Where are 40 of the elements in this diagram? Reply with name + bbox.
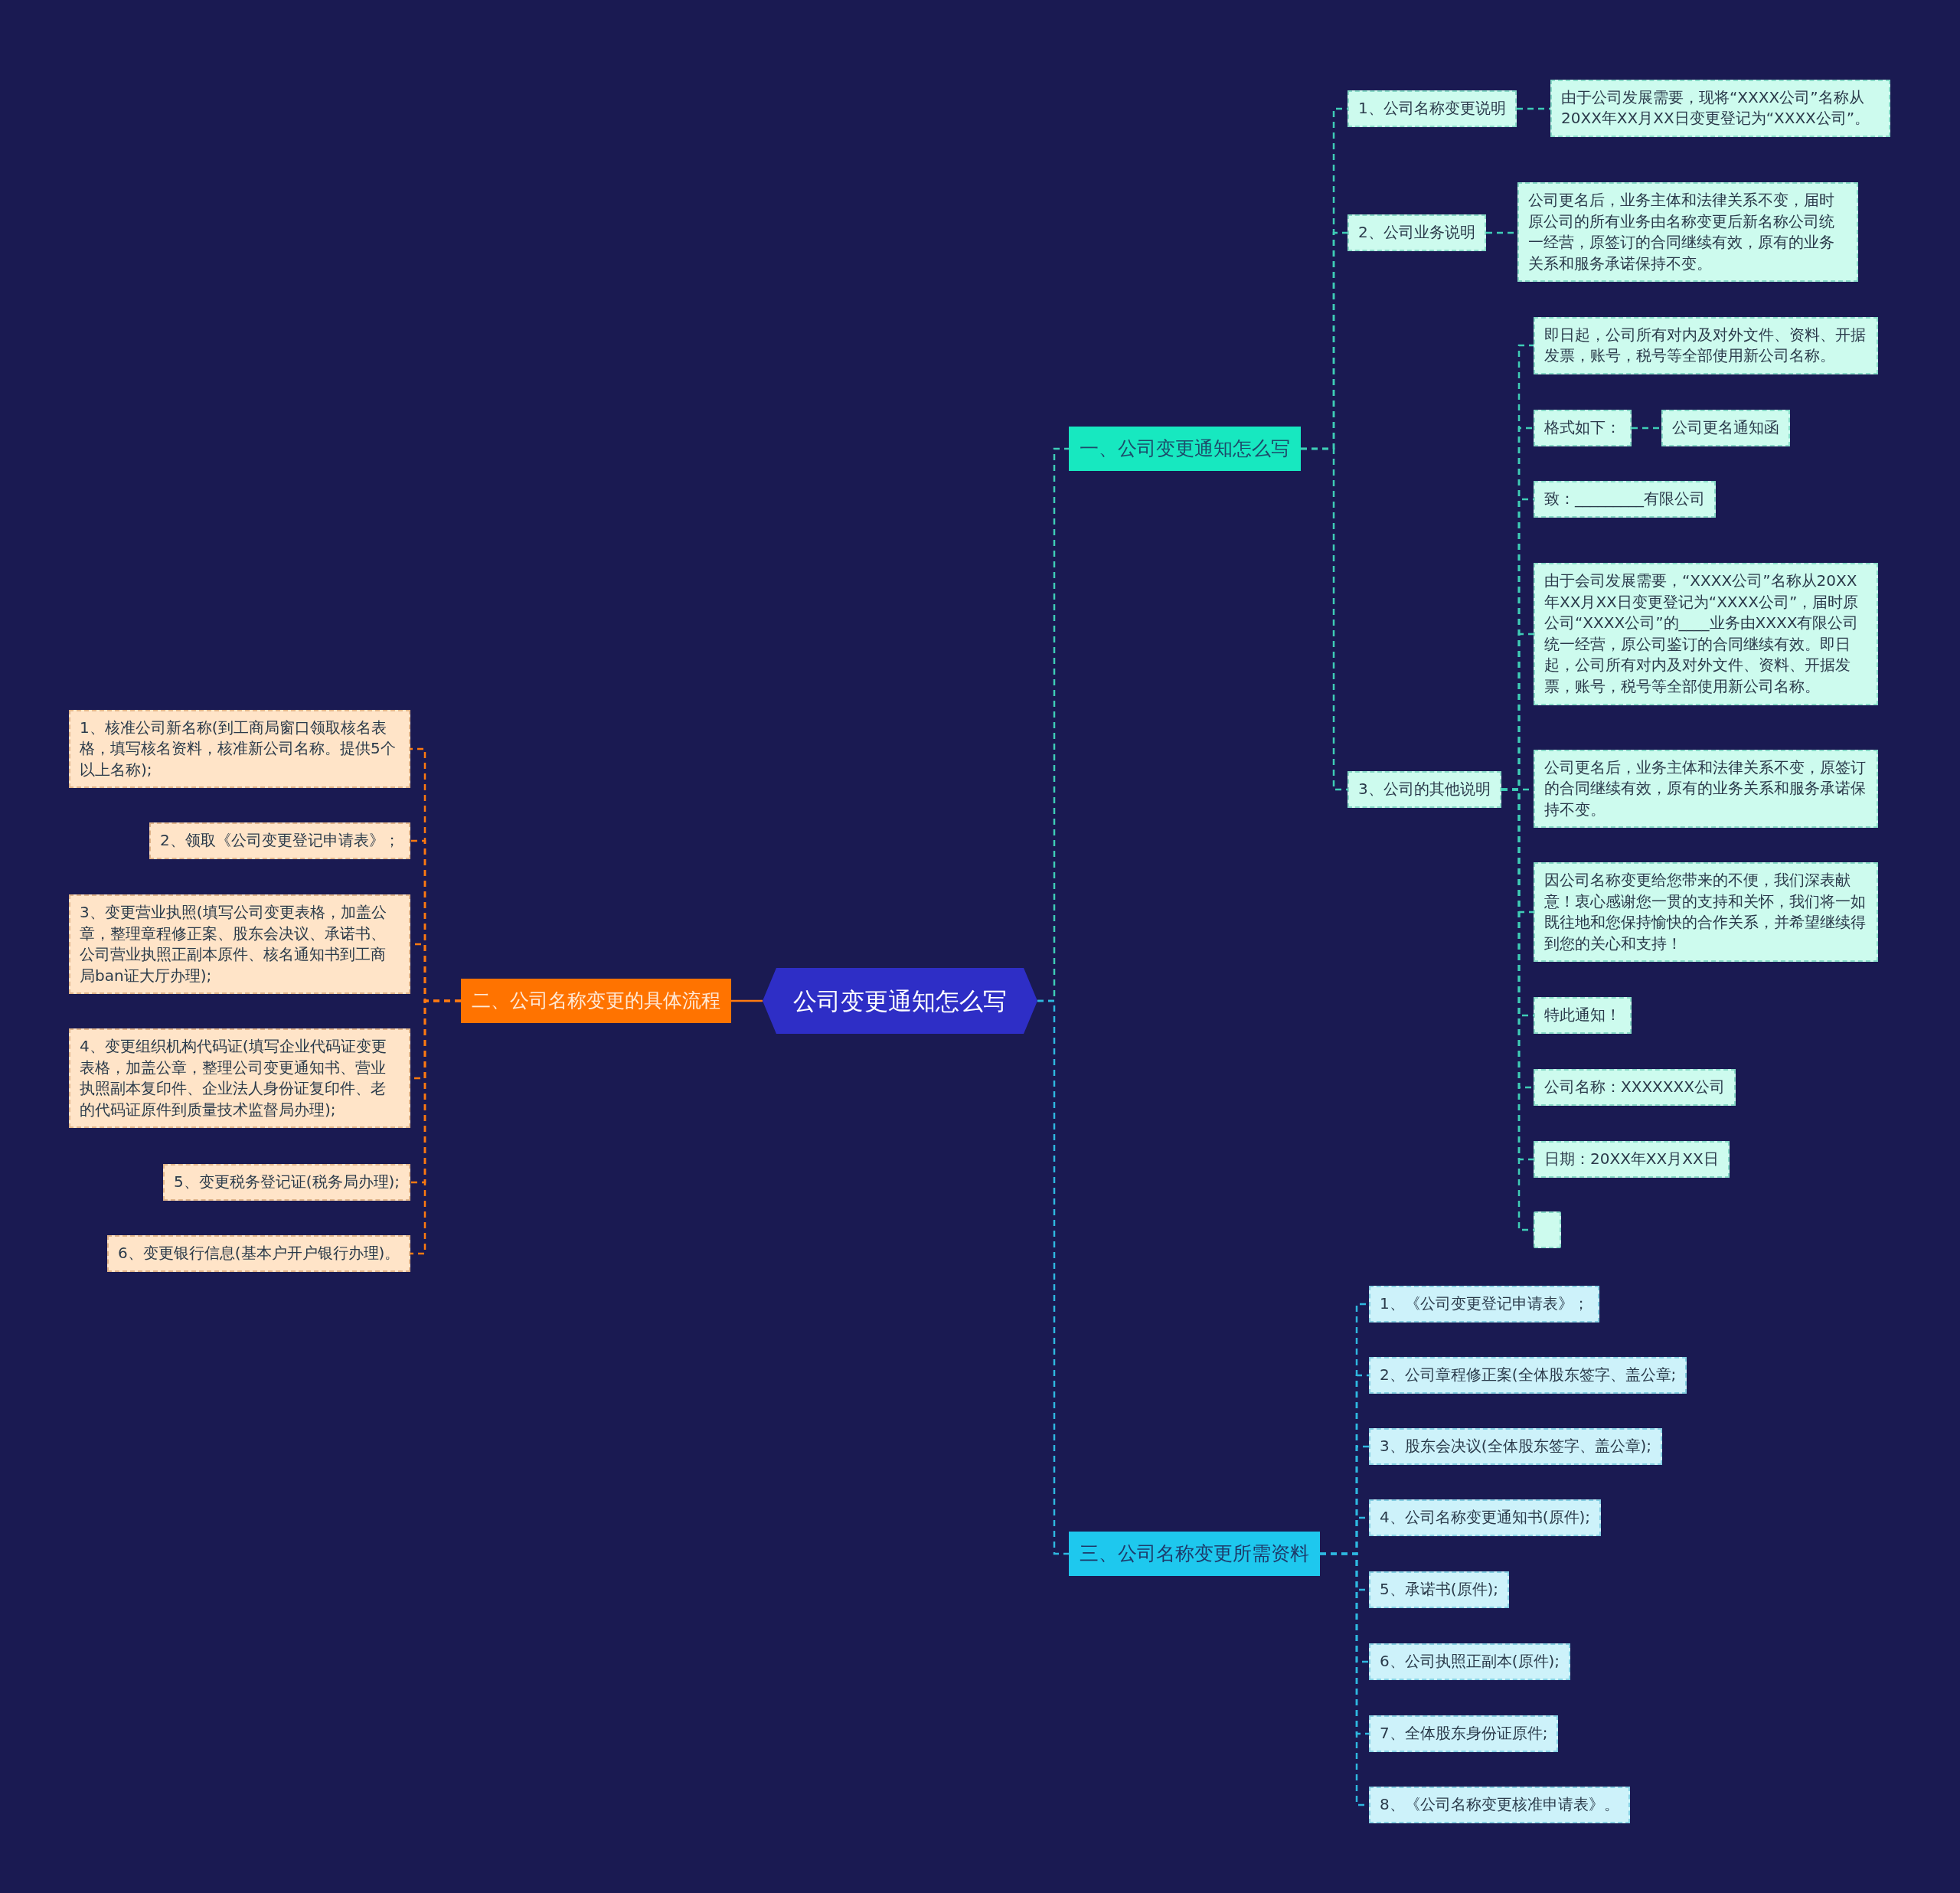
- connector-line: [1301, 447, 1348, 791]
- topic-card: 2、领取《公司变更登记申请表》；: [149, 822, 410, 859]
- topic-card: 日期：20XX年XX月XX日: [1534, 1141, 1730, 1178]
- topic-card: 2、公司业务说明: [1348, 214, 1486, 251]
- topic-card: 公司更名后，业务主体和法律关系不变，届时原公司的所有业务由名称变更后新名称公司统一经营，原签订的合同继续有效，原有的业务关系和服务承诺保持不变。: [1517, 182, 1858, 283]
- connector-line: [1037, 999, 1069, 1555]
- branch-topic: 一、公司变更通知怎么写: [1069, 426, 1301, 471]
- central-topic: 公司变更通知怎么写: [763, 968, 1037, 1034]
- topic-card: 8、《公司名称变更核准申请表》。: [1369, 1787, 1630, 1823]
- topic-card: 特此通知！: [1534, 997, 1632, 1034]
- topic-card: 即日起，公司所有对内及对外文件、资料、开据发票，账号，税号等全部使用新公司名称。: [1534, 316, 1878, 374]
- topic-card: 因公司名称变更给您带来的不便，我们深表献意！衷心感谢您一贯的支持和关怀，我们将一如既往地和您保持愉快的合作关系，并希望继续得到您的关心和支持！: [1534, 862, 1878, 963]
- connector-line: [731, 999, 763, 1002]
- topic-card: 2、公司章程修正案(全体股东签字、盖公章;: [1369, 1357, 1687, 1394]
- topic-card: 5、变更税务登记证(税务局办理);: [163, 1164, 411, 1201]
- connector-line: [410, 999, 461, 1255]
- branch-topic: 三、公司名称变更所需资料: [1069, 1531, 1320, 1576]
- empty-box: [1534, 1211, 1561, 1248]
- connector-line: [1517, 107, 1550, 110]
- topic-card: 3、股东会决议(全体股东签字、盖公章);: [1369, 1428, 1663, 1465]
- topic-card: 公司更名通知函: [1661, 410, 1790, 446]
- topic-card: 3、公司的其他说明: [1348, 771, 1501, 808]
- topic-card: 1、《公司变更登记申请表》；: [1369, 1286, 1599, 1322]
- branch-topic: 二、公司名称变更的具体流程: [461, 978, 731, 1023]
- topic-card: 6、公司执照正副本(原件);: [1369, 1643, 1571, 1680]
- topic-card: 4、变更组织机构代码证(填写企业代码证变更表格，加盖公章，整理公司变更通知书、营业执照副本复印件、企业法人身份证复印件、老的代码证原件到质量技术监督局办理);: [69, 1028, 410, 1129]
- topic-card: 公司更名后，业务主体和法律关系不变，原签订的合同继续有效，原有的业务关系和服务承诺保持不变。: [1534, 749, 1878, 829]
- topic-card: 格式如下：: [1534, 410, 1632, 446]
- topic-card: 由于会司发展需要，“XXXX公司”名称从20XX年XX月XX日变更登记为“XXXX公司”，届时原公司“XXXX公司”的____业务由XXXX有限公司统一经营，原公司鉴订的合同继续有效。即日起，公司所有对内及对外文件、资料、开据发票，账号，税号等全部使用新公司名称。: [1534, 563, 1878, 705]
- topic-card: 由于公司发展需要，现将“XXXX公司”名称从20XX年XX月XX日变更登记为“XXXX公司”。: [1550, 79, 1890, 137]
- topic-card: 致：_________有限公司: [1534, 481, 1716, 518]
- topic-card: 1、核准公司新名称(到工商局窗口领取核名表格，填写核名资料，核准新公司名称。提供5个以上名称);: [69, 709, 410, 789]
- topic-card: 3、变更营业执照(填写公司变更表格，加盖公章，整理章程修正案、股东会决议、承诺书、公司营业执照正副本原件、核名通知书到工商局ban证大厅办理);: [69, 894, 410, 995]
- topic-card: 5、承诺书(原件);: [1369, 1571, 1510, 1608]
- topic-card: 公司名称：XXXXXXX公司: [1534, 1069, 1736, 1106]
- topic-card: 7、全体股东身份证原件;: [1369, 1715, 1559, 1752]
- topic-card: 4、公司名称变更通知书(原件);: [1369, 1499, 1602, 1536]
- topic-card: 6、变更银行信息(基本户开户银行办理)。: [107, 1235, 411, 1272]
- connector-line: [1632, 427, 1661, 430]
- topic-card: 1、公司名称变更说明: [1348, 90, 1517, 127]
